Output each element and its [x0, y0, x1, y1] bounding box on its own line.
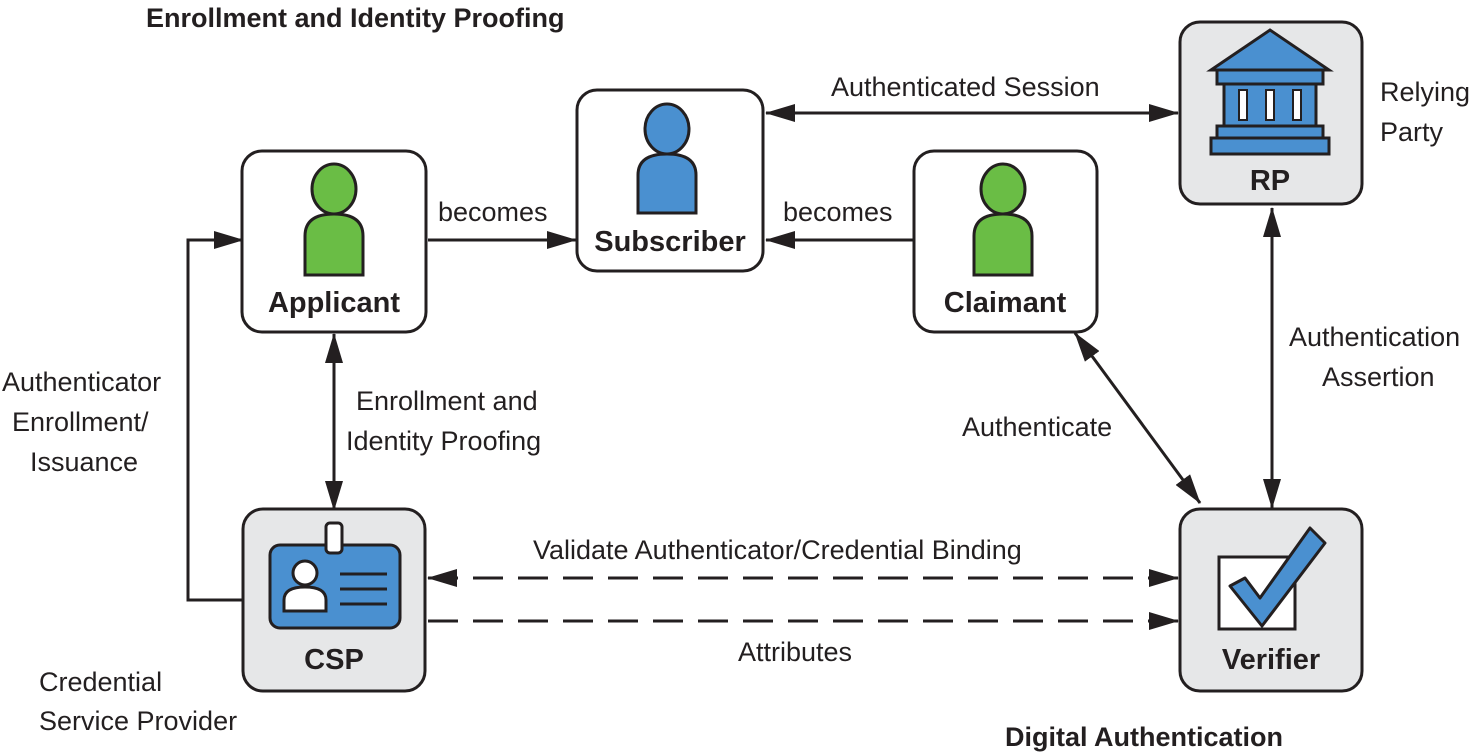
- rp-node: RP: [1178, 20, 1364, 206]
- authentication-assertion-label-line2: Assertion: [1322, 362, 1435, 392]
- authenticator-issuance-edge: Authenticator Enrollment/ Issuance: [2, 231, 244, 602]
- person-icon: [972, 162, 1034, 277]
- enrollment-proofing-edge: Enrollment and Identity Proofing: [325, 333, 541, 511]
- verifier-node: Verifier: [1178, 507, 1364, 693]
- csp-to-applicant-elbow-arrow: [186, 231, 244, 602]
- authenticator-issuance-label-line2: Enrollment/: [12, 407, 149, 437]
- validate-binding-label: Validate Authenticator/Credential Bindin…: [533, 535, 1022, 565]
- person-icon: [303, 162, 365, 277]
- claimant-node: Claimant: [912, 149, 1099, 334]
- authenticator-issuance-label-line1: Authenticator: [2, 367, 161, 397]
- rp-caption-line1: Relying: [1380, 77, 1470, 107]
- applicant-label: Applicant: [268, 287, 400, 319]
- authenticated-session-edge: Authenticated Session: [765, 72, 1179, 122]
- claimant-verifier-arrow: [1073, 332, 1202, 504]
- checkbox-icon: [1217, 526, 1327, 631]
- authenticator-issuance-label-line3: Issuance: [30, 447, 138, 477]
- enrollment-section-title: Enrollment and Identity Proofing: [146, 3, 565, 33]
- authenticate-edge: Authenticate: [962, 332, 1202, 504]
- authentication-assertion-label-line1: Authentication: [1289, 322, 1460, 352]
- validate-binding-edge: Validate Authenticator/Credential Bindin…: [427, 535, 1179, 587]
- bank-building-icon: [1206, 28, 1334, 156]
- enrollment-proofing-label-line2: Identity Proofing: [346, 426, 541, 456]
- authenticated-session-label: Authenticated Session: [831, 72, 1100, 102]
- claimant-becomes-edge: becomes: [765, 197, 914, 249]
- subscriber-label: Subscriber: [594, 226, 746, 258]
- authentication-assertion-edge: Authentication Assertion: [1263, 207, 1460, 509]
- csp-node: CSP: [241, 507, 427, 693]
- csp-caption-line1: Credential: [39, 667, 162, 697]
- applicant-becomes-label: becomes: [438, 197, 548, 227]
- digital-authentication-section-title: Digital Authentication: [1005, 722, 1283, 752]
- applicant-node: Applicant: [240, 149, 428, 334]
- rp-label: RP: [1250, 165, 1290, 197]
- enrollment-proofing-label-line1: Enrollment and: [356, 386, 538, 416]
- attributes-edge: Attributes: [428, 612, 1179, 667]
- csp-label: CSP: [304, 644, 364, 676]
- claimant-label: Claimant: [944, 287, 1067, 319]
- verifier-label: Verifier: [1222, 644, 1320, 676]
- rp-caption-line2: Party: [1380, 117, 1444, 147]
- subscriber-node: Subscriber: [575, 88, 765, 273]
- person-icon: [636, 102, 698, 215]
- authenticate-label: Authenticate: [962, 412, 1112, 442]
- applicant-becomes-edge: becomes: [428, 197, 577, 249]
- id-badge-icon: [268, 521, 402, 630]
- attributes-label: Attributes: [738, 637, 852, 667]
- claimant-becomes-label: becomes: [783, 197, 893, 227]
- csp-caption-line2: Service Provider: [39, 706, 237, 736]
